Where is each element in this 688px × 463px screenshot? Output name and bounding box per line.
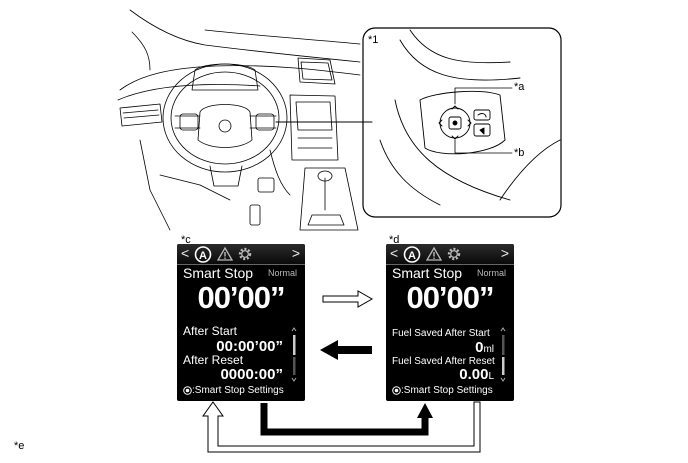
mode-label: Normal: [476, 268, 506, 278]
gear-icon: [238, 247, 252, 261]
warning-icon: [217, 246, 233, 261]
after-start-value: 00:00’00”: [216, 338, 283, 355]
callout-c: *c: [181, 234, 191, 246]
nav-left-arrow[interactable]: <: [390, 245, 399, 261]
fuel-after-reset-unit: L: [488, 371, 494, 382]
fuel-after-reset-value-row: 0.00L: [459, 366, 494, 384]
after-start-label: After Start: [183, 324, 238, 338]
callout-1: *1: [368, 34, 379, 46]
fuel-after-start-value-row: 0ml: [475, 339, 494, 357]
settings-hint[interactable]: :Smart Stop Settings: [192, 385, 284, 396]
fuel-after-start-label: Fuel Saved After Start: [392, 328, 490, 339]
screen-title: Smart Stop: [183, 265, 254, 281]
a-mode-icon: A: [403, 246, 421, 263]
fuel-after-start-unit: ml: [483, 344, 494, 355]
scrollbar[interactable]: [500, 326, 506, 384]
callout-d: *d: [389, 234, 400, 246]
svg-text:A: A: [408, 250, 416, 262]
nav-left-arrow[interactable]: <: [181, 245, 190, 261]
mode-label: Normal: [267, 268, 297, 278]
callout-e: *e: [14, 440, 25, 452]
nav-right-arrow[interactable]: >: [291, 245, 300, 261]
callout-b: *b: [514, 147, 525, 159]
stop-timer: 00’00”: [197, 280, 285, 315]
svg-text:A: A: [199, 250, 207, 262]
after-reset-label: After Reset: [183, 353, 244, 367]
fuel-after-reset-label: Fuel Saved After Reset: [392, 356, 495, 367]
after-reset-value: 0000:00”: [220, 366, 283, 383]
stop-timer: 00’00”: [406, 280, 494, 315]
settings-hint[interactable]: :Smart Stop Settings: [401, 385, 493, 396]
radio-select-icon: [392, 386, 401, 395]
display-screen-d: < > A Smart Stop Normal 00’00” Fuel Save…: [386, 244, 514, 401]
fuel-after-reset-value: 0.00: [459, 366, 489, 383]
screen-title: Smart Stop: [392, 265, 463, 281]
nav-right-arrow[interactable]: >: [500, 245, 509, 261]
radio-select-icon: [183, 386, 192, 395]
fuel-after-start-value: 0: [475, 339, 484, 356]
warning-icon: [426, 246, 442, 261]
scrollbar[interactable]: [291, 326, 297, 384]
a-mode-icon: A: [194, 246, 212, 263]
display-screen-c: < > A Smart Stop Normal 00’00” After Sta…: [177, 244, 305, 401]
gear-icon: [447, 247, 461, 261]
callout-a: *a: [514, 81, 525, 93]
